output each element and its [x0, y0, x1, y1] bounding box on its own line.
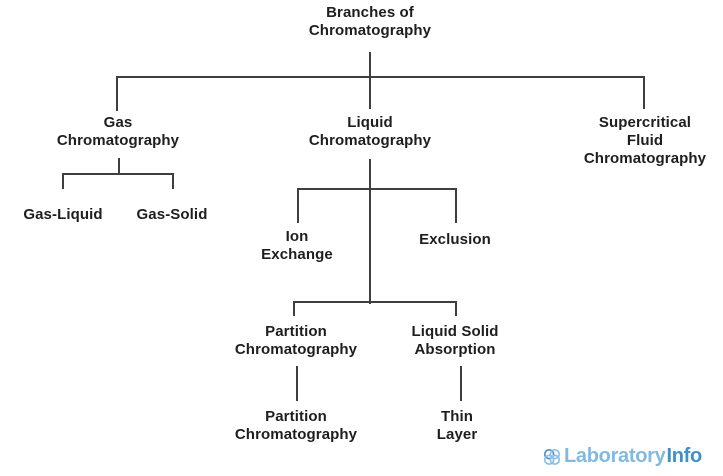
logo-text-info: Info	[666, 445, 702, 467]
root-node-branches-of-chromatography: Branches of Chromatography	[308, 4, 432, 39]
connector-gas-rail	[62, 173, 174, 175]
connector-root-stem	[369, 52, 371, 77]
connector-drop-exclusion	[455, 188, 457, 223]
node-gas-solid: Gas-Solid	[136, 206, 208, 223]
connector-drop-supercritical	[643, 76, 645, 109]
node-ion-exchange: Ion Exchange	[261, 228, 333, 263]
connector-drop-gas	[116, 76, 118, 111]
connector-drop-gas-solid	[172, 173, 174, 189]
connector-drop-gas-liquid	[62, 173, 64, 189]
connector-gas-stem	[118, 158, 120, 175]
connector-drop-ion-exchange	[297, 188, 299, 223]
connector-liquid-rail-1	[297, 188, 457, 190]
node-supercritical-fluid-chromatography: Supercritical Fluid Chromatography	[583, 114, 707, 167]
connector-level1-rail	[116, 76, 645, 78]
node-partition-chromatography-lower: Partition Chromatography	[234, 408, 358, 443]
node-partition-chromatography-upper: Partition Chromatography	[234, 323, 358, 358]
connector-thin-layer-stem	[460, 366, 462, 401]
connector-liquid-rail-2	[293, 301, 457, 303]
node-liquid-solid-absorption: Liquid Solid Absorption	[411, 323, 499, 358]
connector-liquid-stem	[369, 159, 371, 304]
connector-drop-liquid-solid	[455, 301, 457, 316]
node-gas-liquid: Gas-Liquid	[23, 206, 103, 223]
node-thin-layer: Thin Layer	[436, 408, 478, 443]
laboratoryinfo-logo: Laboratory Info	[541, 444, 702, 468]
logo-text-laboratory: Laboratory	[564, 445, 666, 467]
node-gas-chromatography: Gas Chromatography	[56, 114, 180, 149]
connector-partition-stem	[296, 366, 298, 401]
connector-drop-partition	[293, 301, 295, 316]
connector-drop-liquid	[369, 76, 371, 109]
molecule-flower-icon	[541, 445, 563, 468]
node-liquid-chromatography: Liquid Chromatography	[308, 114, 432, 149]
node-exclusion: Exclusion	[419, 231, 491, 248]
